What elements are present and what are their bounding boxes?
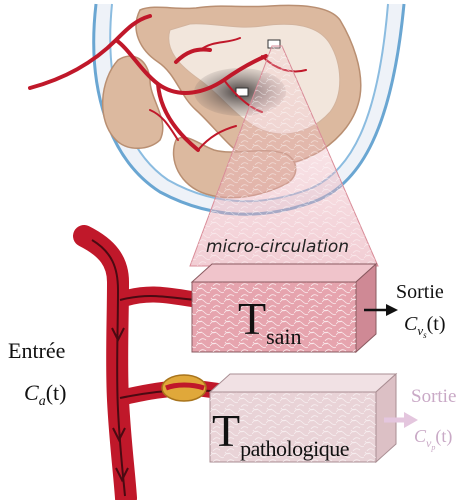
outflow-healthy-equation: Cvs(t) bbox=[404, 313, 446, 340]
sortie-pathological-label: Sortie bbox=[411, 386, 456, 407]
brain-section bbox=[30, 4, 404, 214]
main-artery bbox=[84, 236, 126, 498]
micro-circulation-label: micro-circulation bbox=[206, 237, 349, 257]
pathological-box-top bbox=[210, 374, 396, 392]
healthy-output-arrowhead bbox=[386, 304, 398, 316]
inflow-equation: Ca(t) bbox=[24, 380, 66, 409]
entree-label: Entrée bbox=[8, 338, 65, 363]
outflow-pathological-equation: Cvp(t) bbox=[414, 426, 452, 452]
sortie-healthy-label: Sortie bbox=[396, 281, 444, 303]
healthy-box-top bbox=[192, 264, 376, 282]
